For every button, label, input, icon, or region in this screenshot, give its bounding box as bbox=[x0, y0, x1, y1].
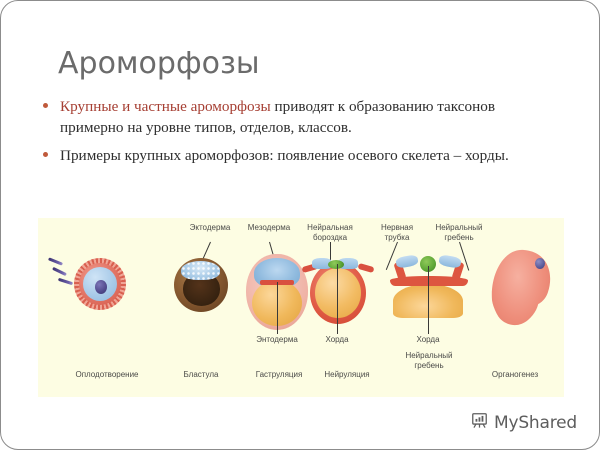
diagram-label-neural-crest-top: Нейральный гребень bbox=[435, 223, 483, 242]
blastula-cells bbox=[181, 261, 220, 280]
stage-label-organogenesis: Органогенез bbox=[491, 370, 539, 379]
stage-label-blastula: Бластула bbox=[183, 370, 219, 379]
bullet-marker-icon bbox=[43, 152, 48, 157]
sperm-icon bbox=[52, 266, 67, 277]
embryo-development-diagram: Эктодерма Мезодерма Нейральная бороздка … bbox=[38, 218, 564, 397]
diagram-label-notochord-1: Хорда bbox=[325, 335, 349, 344]
diagram-label-neural-tube: Нервная трубка bbox=[380, 223, 414, 242]
leader-line-notochord-crest bbox=[428, 266, 429, 334]
crest-neural-plate-right bbox=[438, 254, 462, 269]
diagram-label-notochord-2: Хорда bbox=[416, 335, 440, 344]
neurula-fold-right bbox=[357, 262, 375, 274]
sperm-icon bbox=[47, 257, 64, 266]
diagram-label-ectoderm: Эктодерма bbox=[189, 223, 231, 232]
diagram-label-neural-crest-bottom: Нейральный гребень bbox=[405, 351, 453, 370]
presentation-chart-icon bbox=[470, 411, 489, 435]
diagram-label-mesoderm: Мезодерма bbox=[247, 223, 291, 232]
page-title: Ароморфозы bbox=[58, 46, 260, 81]
bullet-body-text: Примеры крупных ароморфозов: появление о… bbox=[60, 147, 509, 164]
neurula-neural-plate-left bbox=[312, 258, 332, 269]
blastula-sphere bbox=[174, 258, 228, 312]
bullet-list: Крупные и частные ароморфозы приводят к … bbox=[39, 96, 559, 173]
watermark-label: MyShared bbox=[494, 413, 577, 433]
bullet-body-text: приводят к образованию таксонов примерно… bbox=[60, 98, 496, 136]
crest-ectoderm-layer bbox=[390, 276, 468, 286]
embryo-eye bbox=[535, 258, 545, 269]
neurula-notochord bbox=[328, 260, 344, 269]
crest-neural-plate-left bbox=[395, 254, 419, 269]
list-item: Крупные и частные ароморфозы приводят к … bbox=[39, 96, 559, 138]
leader-line-notochord-neurulation bbox=[337, 264, 338, 334]
myshared-watermark: MyShared bbox=[470, 411, 577, 435]
neurula-endoderm-yolk bbox=[315, 268, 361, 318]
egg-nucleus bbox=[95, 280, 107, 294]
neurula-neural-plate-right bbox=[338, 258, 358, 269]
stage-label-gastrulation: Гаструляция bbox=[255, 370, 303, 379]
stage-label-fertilization: Оплодотворение bbox=[75, 370, 139, 379]
bullet-highlight-text: Крупные и частные ароморфозы bbox=[60, 98, 271, 115]
leader-line-neural-groove bbox=[330, 242, 331, 269]
crest-notochord bbox=[420, 256, 436, 272]
diagram-label-endoderm: Энтодерма bbox=[256, 335, 298, 344]
bullet-marker-icon bbox=[43, 103, 48, 108]
list-item: Примеры крупных ароморфозов: появление о… bbox=[39, 145, 559, 166]
stage-label-neurulation: Нейруляция bbox=[324, 370, 370, 379]
sperm-icon bbox=[57, 277, 74, 286]
leader-line-endoderm bbox=[277, 282, 278, 334]
diagram-label-neural-groove: Нейральная бороздка bbox=[307, 223, 353, 242]
